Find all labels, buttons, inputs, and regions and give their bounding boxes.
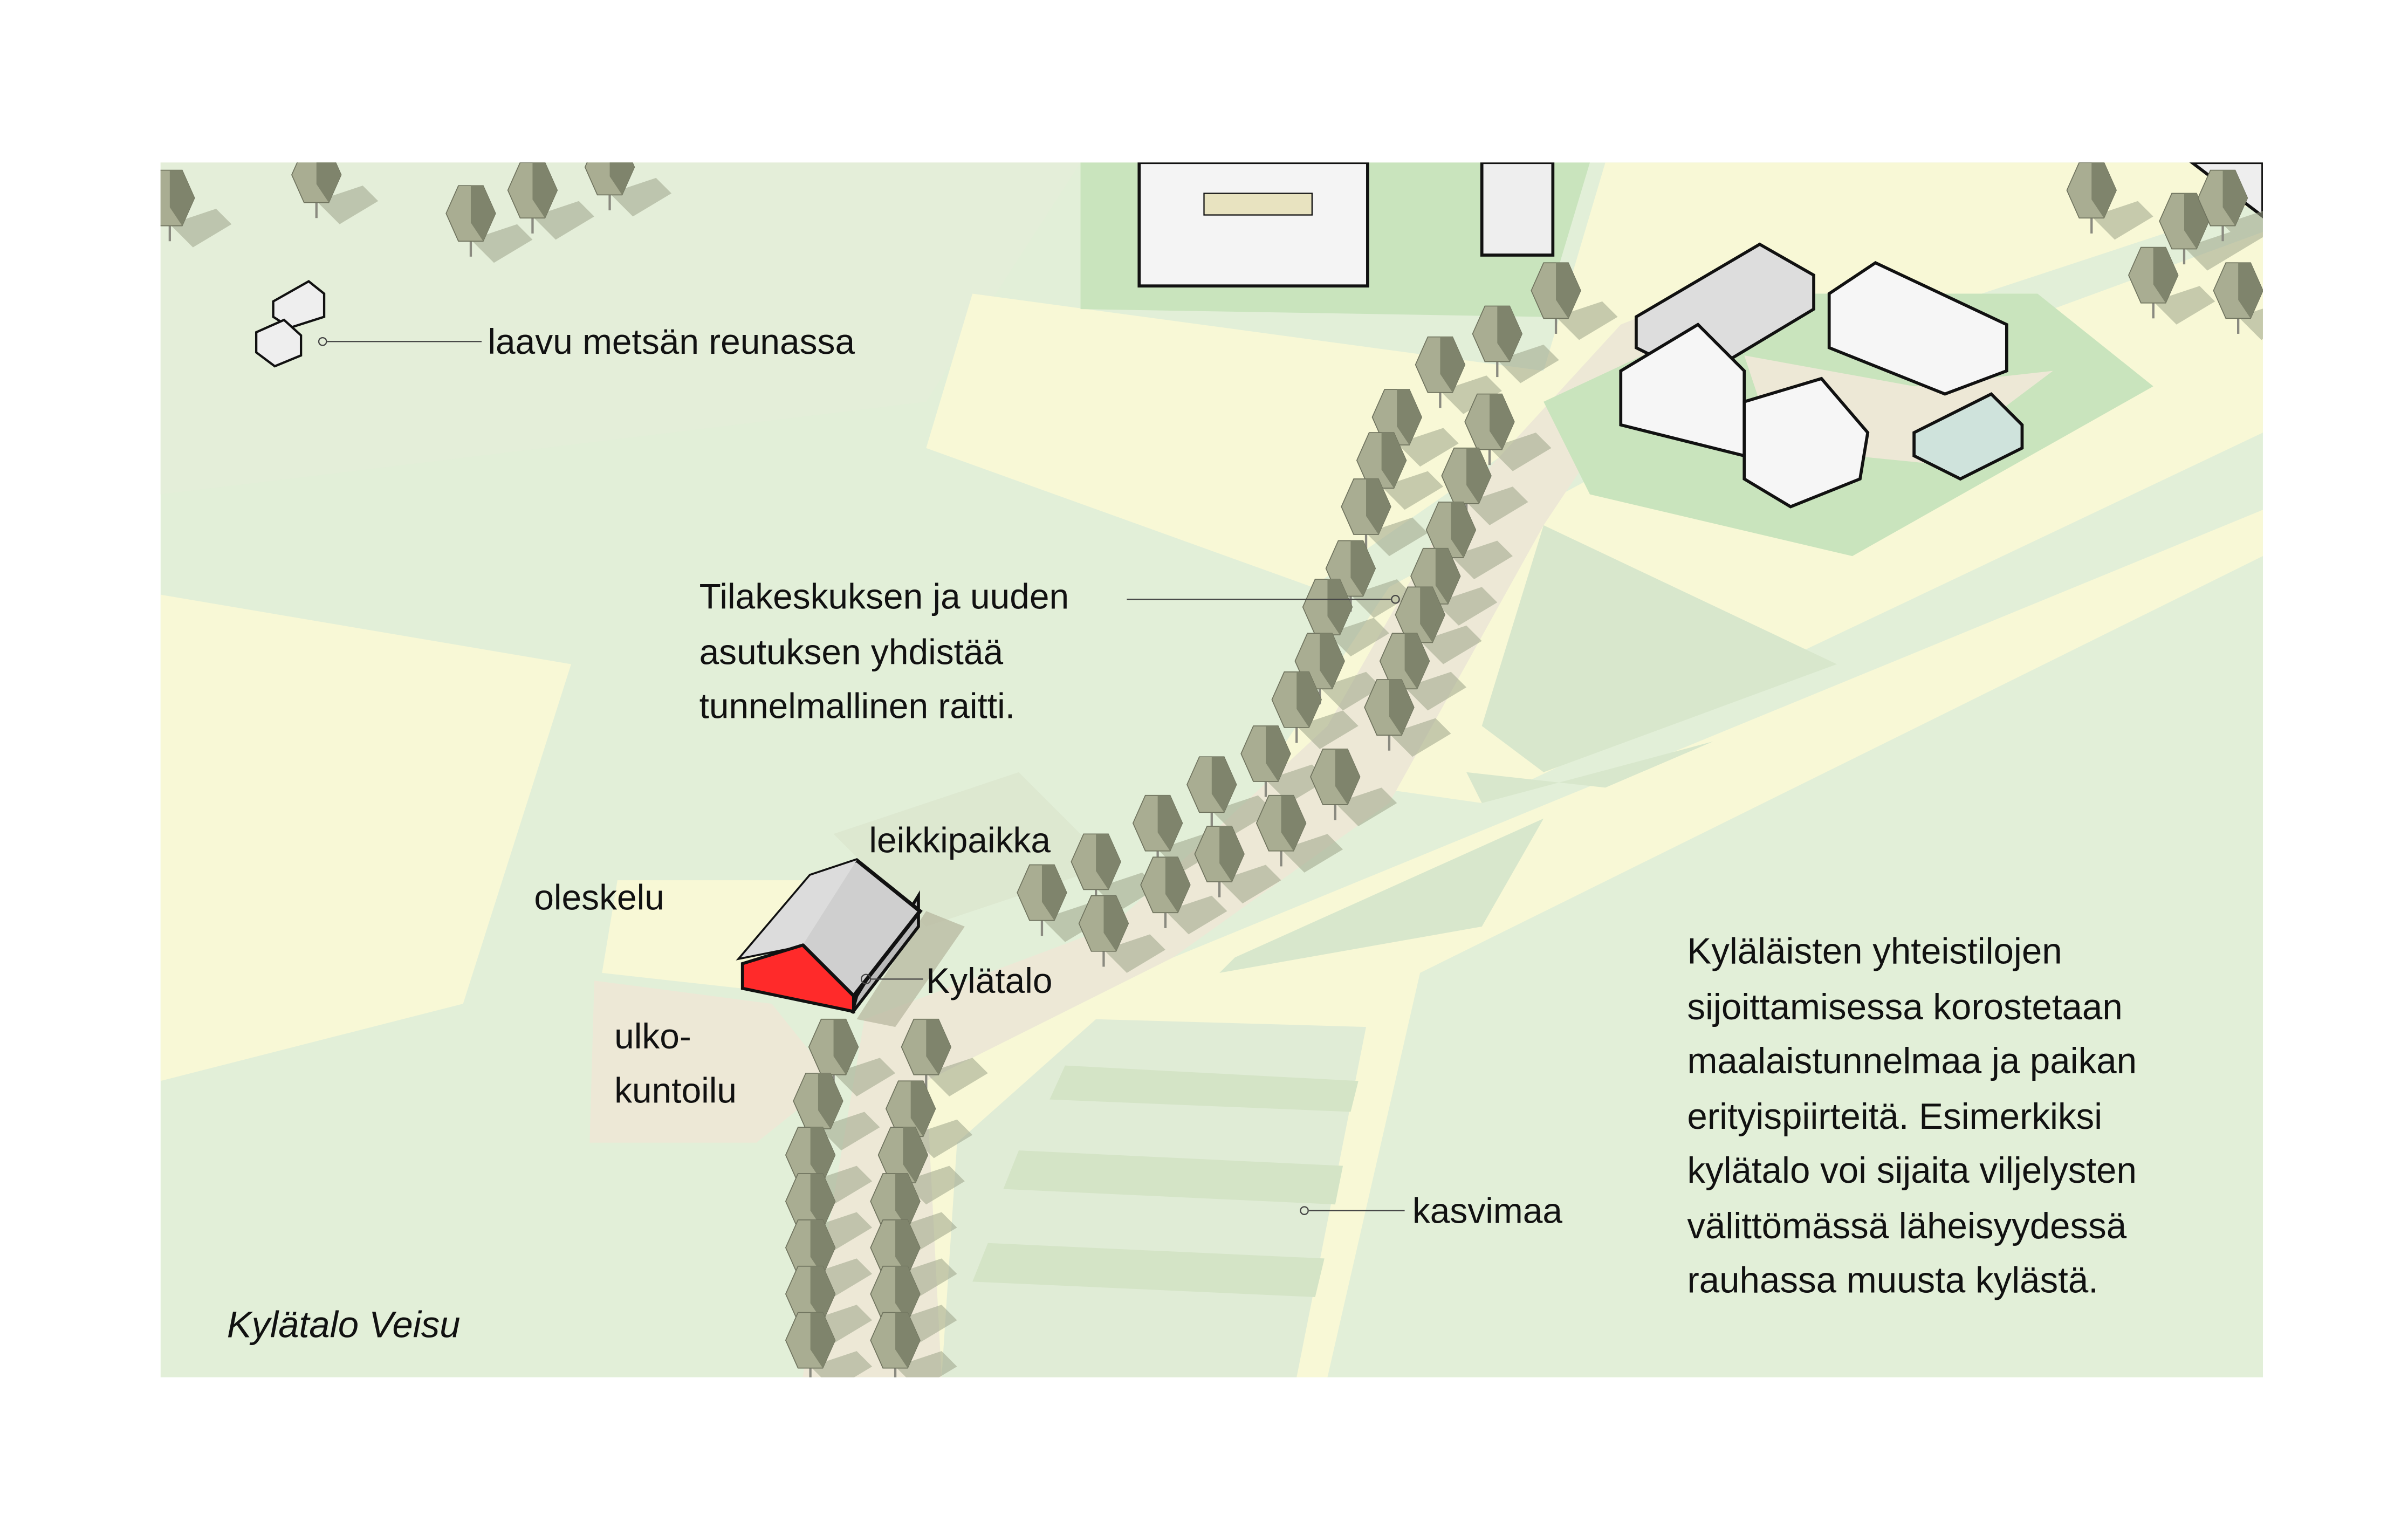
tree-icon (1472, 305, 1559, 383)
tree-icon (1302, 579, 1389, 657)
tree-icon (877, 1127, 965, 1205)
tree-icon (1186, 756, 1274, 834)
forest-clearing (160, 162, 1081, 495)
tree-icon (2197, 169, 2263, 248)
label-raitti-line-1: Tilakeskuksen ja uuden (699, 576, 1069, 616)
description-text: Kyläläisten yhteistilojen sijoittamisess… (1687, 931, 2137, 1301)
tree-icon (1194, 826, 1281, 904)
caption: Kylätalo Veisu (227, 1304, 461, 1345)
tree-icon (1078, 895, 1165, 973)
tree-icon (1310, 749, 1397, 826)
tree-icon (1531, 262, 1618, 340)
label-kylatalo: Kylätalo (926, 961, 1052, 1000)
label-kasvimaa: kasvimaa (1412, 1191, 1562, 1231)
tree-icon (1341, 478, 1428, 557)
tree-icon (2128, 246, 2215, 325)
kasvimaa-stripes (972, 1065, 1359, 1297)
leader-lines (318, 337, 1405, 1215)
tree-icon (785, 1312, 873, 1377)
ulkokuntoilu-area (589, 981, 834, 1143)
tree-icon (507, 162, 594, 240)
description-line: sijoittamisessa korostetaan (1687, 987, 2122, 1027)
description-line: erityispiirteitä. Esimerkiksi (1687, 1096, 2102, 1137)
tree-icon (2213, 262, 2263, 340)
tree-icon (901, 1018, 988, 1096)
tree-icon (1356, 432, 1444, 510)
label-laavu: laavu metsän reunassa (488, 321, 855, 361)
label-kuntoilu: kuntoilu (614, 1070, 737, 1110)
tree-icon (1271, 671, 1359, 749)
tree-icon (808, 1018, 896, 1096)
tree-icon (1371, 389, 1459, 467)
description-line: maalaistunnelmaa ja paikan (1687, 1041, 2137, 1081)
field-yellow-left (160, 594, 572, 1081)
tree-icon (1415, 336, 1502, 414)
tree-icon (291, 162, 379, 224)
tree-icon (445, 185, 533, 263)
tree-icon (160, 169, 232, 248)
description-line: rauhassa muusta kylästä. (1687, 1260, 2098, 1300)
kylatalo-shadow (856, 911, 965, 1027)
tree-icon (870, 1312, 957, 1377)
description-line: kylätalo voi sijaita viljelysten (1687, 1150, 2137, 1191)
tree-icon (1256, 794, 1343, 873)
field-right (1327, 556, 2263, 1377)
trees (160, 162, 2263, 1377)
label-leikkipaikka: leikkipaikka (869, 820, 1051, 860)
tree-icon (1464, 393, 1552, 471)
laavu-shelters (255, 280, 326, 368)
label-oleskelu: oleskelu (534, 877, 664, 917)
label-raitti-line-2: asutuksen yhdistää (699, 632, 1004, 671)
tree-icon (1364, 679, 1451, 757)
tree-icon (870, 1265, 957, 1343)
tree-icon (1441, 447, 1528, 525)
tree-icon (2066, 162, 2153, 240)
label-ulko: ulko- (614, 1016, 691, 1056)
kylatalo-roof-light (740, 860, 857, 958)
tree-icon (584, 162, 672, 217)
kylatalo-gable (740, 943, 855, 1013)
description-line: välittömässä läheisyydessä (1687, 1206, 2126, 1246)
label-raitti-line-3: tunnelmallinen raitti. (699, 686, 1015, 726)
map-area (160, 162, 2263, 1377)
tree-icon (1140, 856, 1227, 935)
farm-fields-right (1219, 525, 1837, 973)
kylatalo-building (736, 858, 965, 1027)
tree-icon (1240, 725, 1328, 804)
new-housing-buildings (1619, 242, 2024, 509)
tree-icon (1379, 633, 1467, 711)
description-line: Kyläläisten yhteistilojen (1687, 931, 2062, 972)
